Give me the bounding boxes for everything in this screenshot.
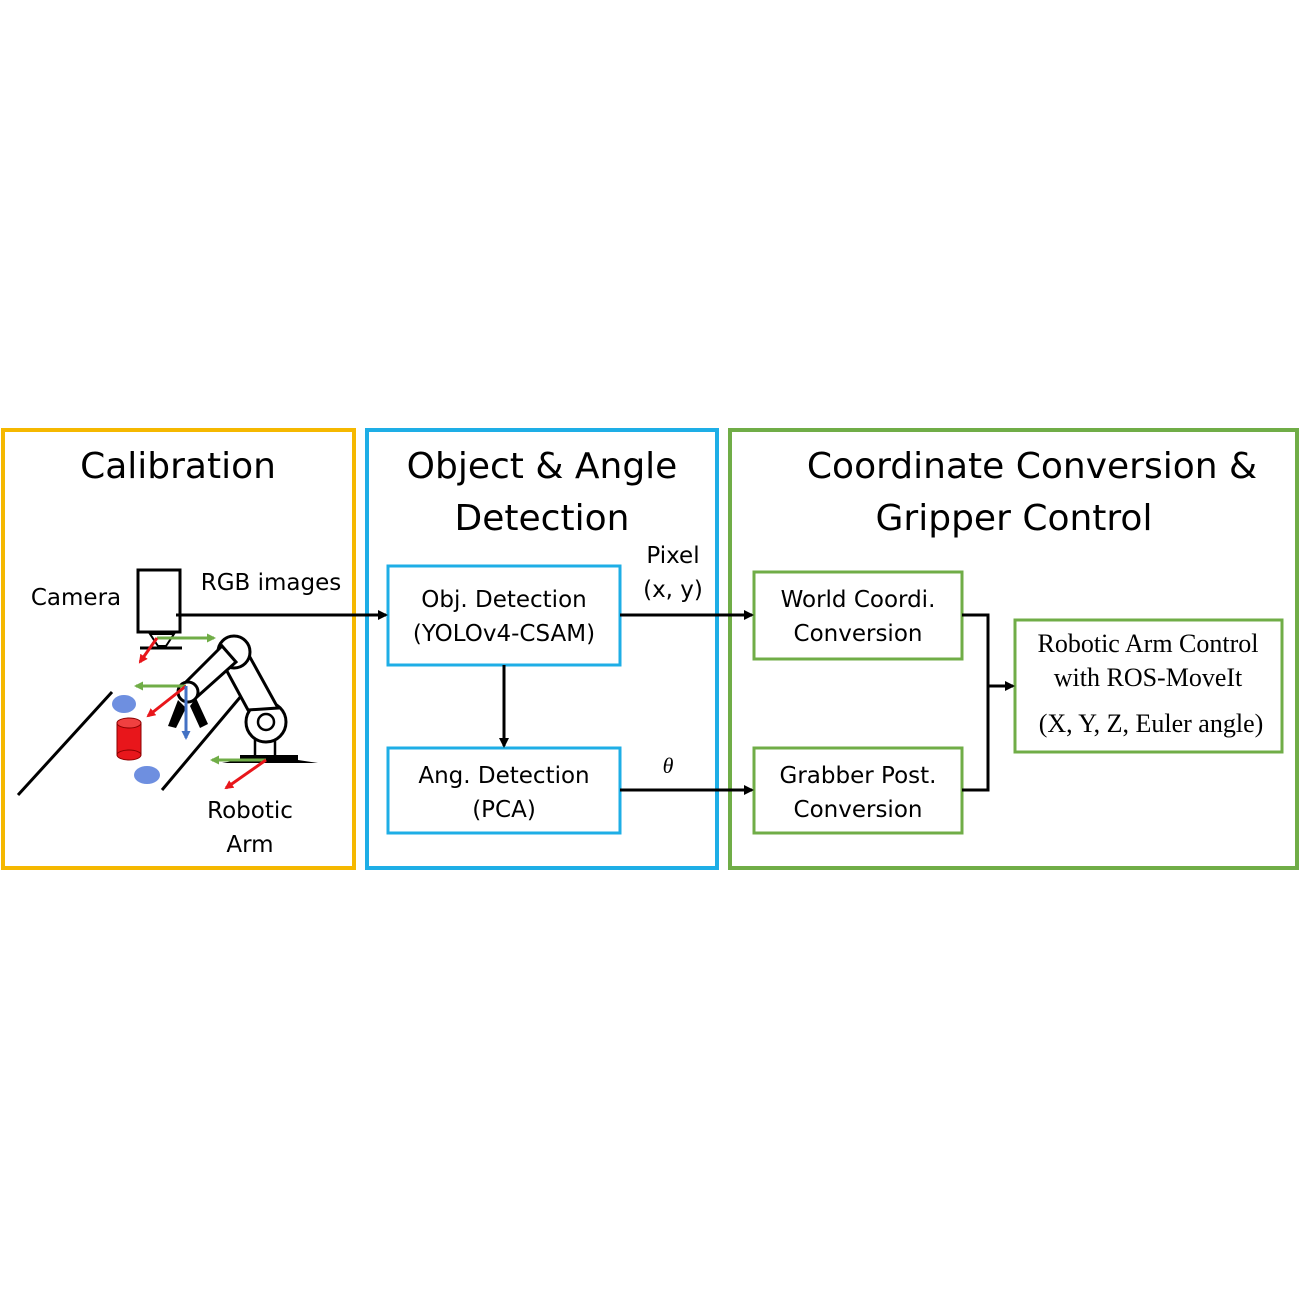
robotic-arm-label-line2: Arm — [226, 832, 273, 858]
calibration-panel — [1, 428, 356, 870]
pixel-label-line1: Pixel — [646, 543, 699, 569]
ang-detection-line2: (PCA) — [472, 797, 536, 823]
conversion-title-line1: Coordinate Conversion & — [807, 446, 1257, 487]
robotic-arm-control-line1: Robotic Arm Control — [1038, 629, 1259, 658]
detection-title-line1: Object & Angle — [407, 446, 678, 487]
rgb-images-label: RGB images — [201, 570, 342, 596]
surface-line-left — [16, 690, 114, 797]
robotic-arm-label-line1: Robotic — [207, 798, 293, 824]
merge-connector — [962, 613, 990, 792]
theta-label: θ — [663, 753, 674, 778]
obj-detection-line2: (YOLOv4-CSAM) — [413, 621, 595, 647]
conversion-title-line2: Gripper Control — [876, 498, 1153, 539]
world-coordi-line1: World Coordi. — [781, 587, 936, 613]
robotic-arm-control-line3: (X, Y, Z, Euler angle) — [1039, 709, 1264, 738]
ang-detection-line1: Ang. Detection — [418, 763, 589, 789]
camera-frame-red-arrow — [138, 637, 159, 664]
world-coordi-line2: Conversion — [794, 621, 923, 647]
gripper-frame-red-arrow — [146, 684, 187, 718]
base-frame-red-arrow — [224, 758, 267, 790]
camera-icon — [136, 568, 182, 650]
robotic-arm-control-box — [1013, 618, 1284, 754]
robotic-arm-control-line2: with ROS-MoveIt — [1054, 663, 1243, 692]
grabber-post-line2: Conversion — [794, 797, 923, 823]
obj-detection-box — [386, 564, 622, 667]
pixel-label-line2: (x, y) — [643, 577, 703, 603]
detection-title-line2: Detection — [455, 498, 630, 539]
world-coordi-box — [752, 570, 964, 661]
conversion-panel — [728, 428, 1299, 870]
obj-detection-line1: Obj. Detection — [421, 587, 586, 613]
blue-disc-1 — [112, 695, 136, 713]
surface-line-right — [160, 694, 244, 791]
robotic-arm-icon — [168, 634, 318, 763]
calibration-title: Calibration — [80, 446, 276, 487]
camera-label: Camera — [31, 585, 121, 611]
blue-disc-2 — [134, 766, 160, 784]
detection-panel — [365, 428, 719, 870]
grabber-post-line1: Grabber Post. — [780, 763, 937, 789]
red-cylinder — [116, 717, 142, 761]
